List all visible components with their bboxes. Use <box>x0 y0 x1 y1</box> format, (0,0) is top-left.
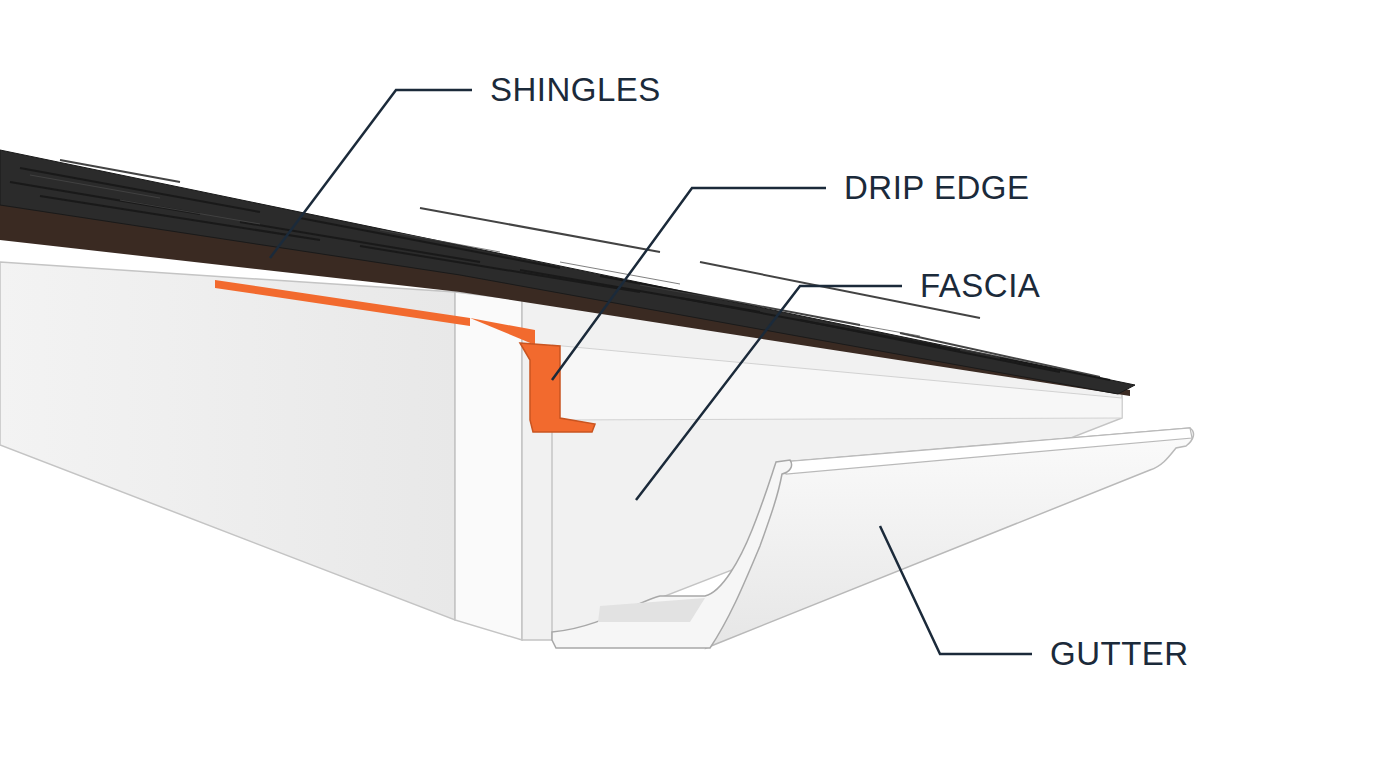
gutter-lip <box>782 428 1192 474</box>
drip-edge-strip <box>215 280 470 326</box>
leader-line <box>880 526 1032 654</box>
leader-line <box>270 90 472 258</box>
drip-edge-strip <box>470 318 535 345</box>
gutter-interior-shade <box>598 598 705 622</box>
gutter-end-cap <box>552 460 792 648</box>
part-label: SHINGLES <box>488 72 663 108</box>
rafter-face <box>455 292 522 640</box>
part-label: FASCIA <box>918 268 1042 304</box>
fascia-top <box>552 345 1122 420</box>
drip-edge-flange <box>520 343 595 432</box>
shingle-roof <box>0 150 1135 394</box>
leader-line <box>636 286 902 500</box>
part-label: GUTTER <box>1048 636 1191 672</box>
leader-line <box>552 188 826 380</box>
soffit-block <box>0 262 455 620</box>
leader-lines <box>270 90 1032 654</box>
part-label: DRIP EDGE <box>842 170 1031 206</box>
